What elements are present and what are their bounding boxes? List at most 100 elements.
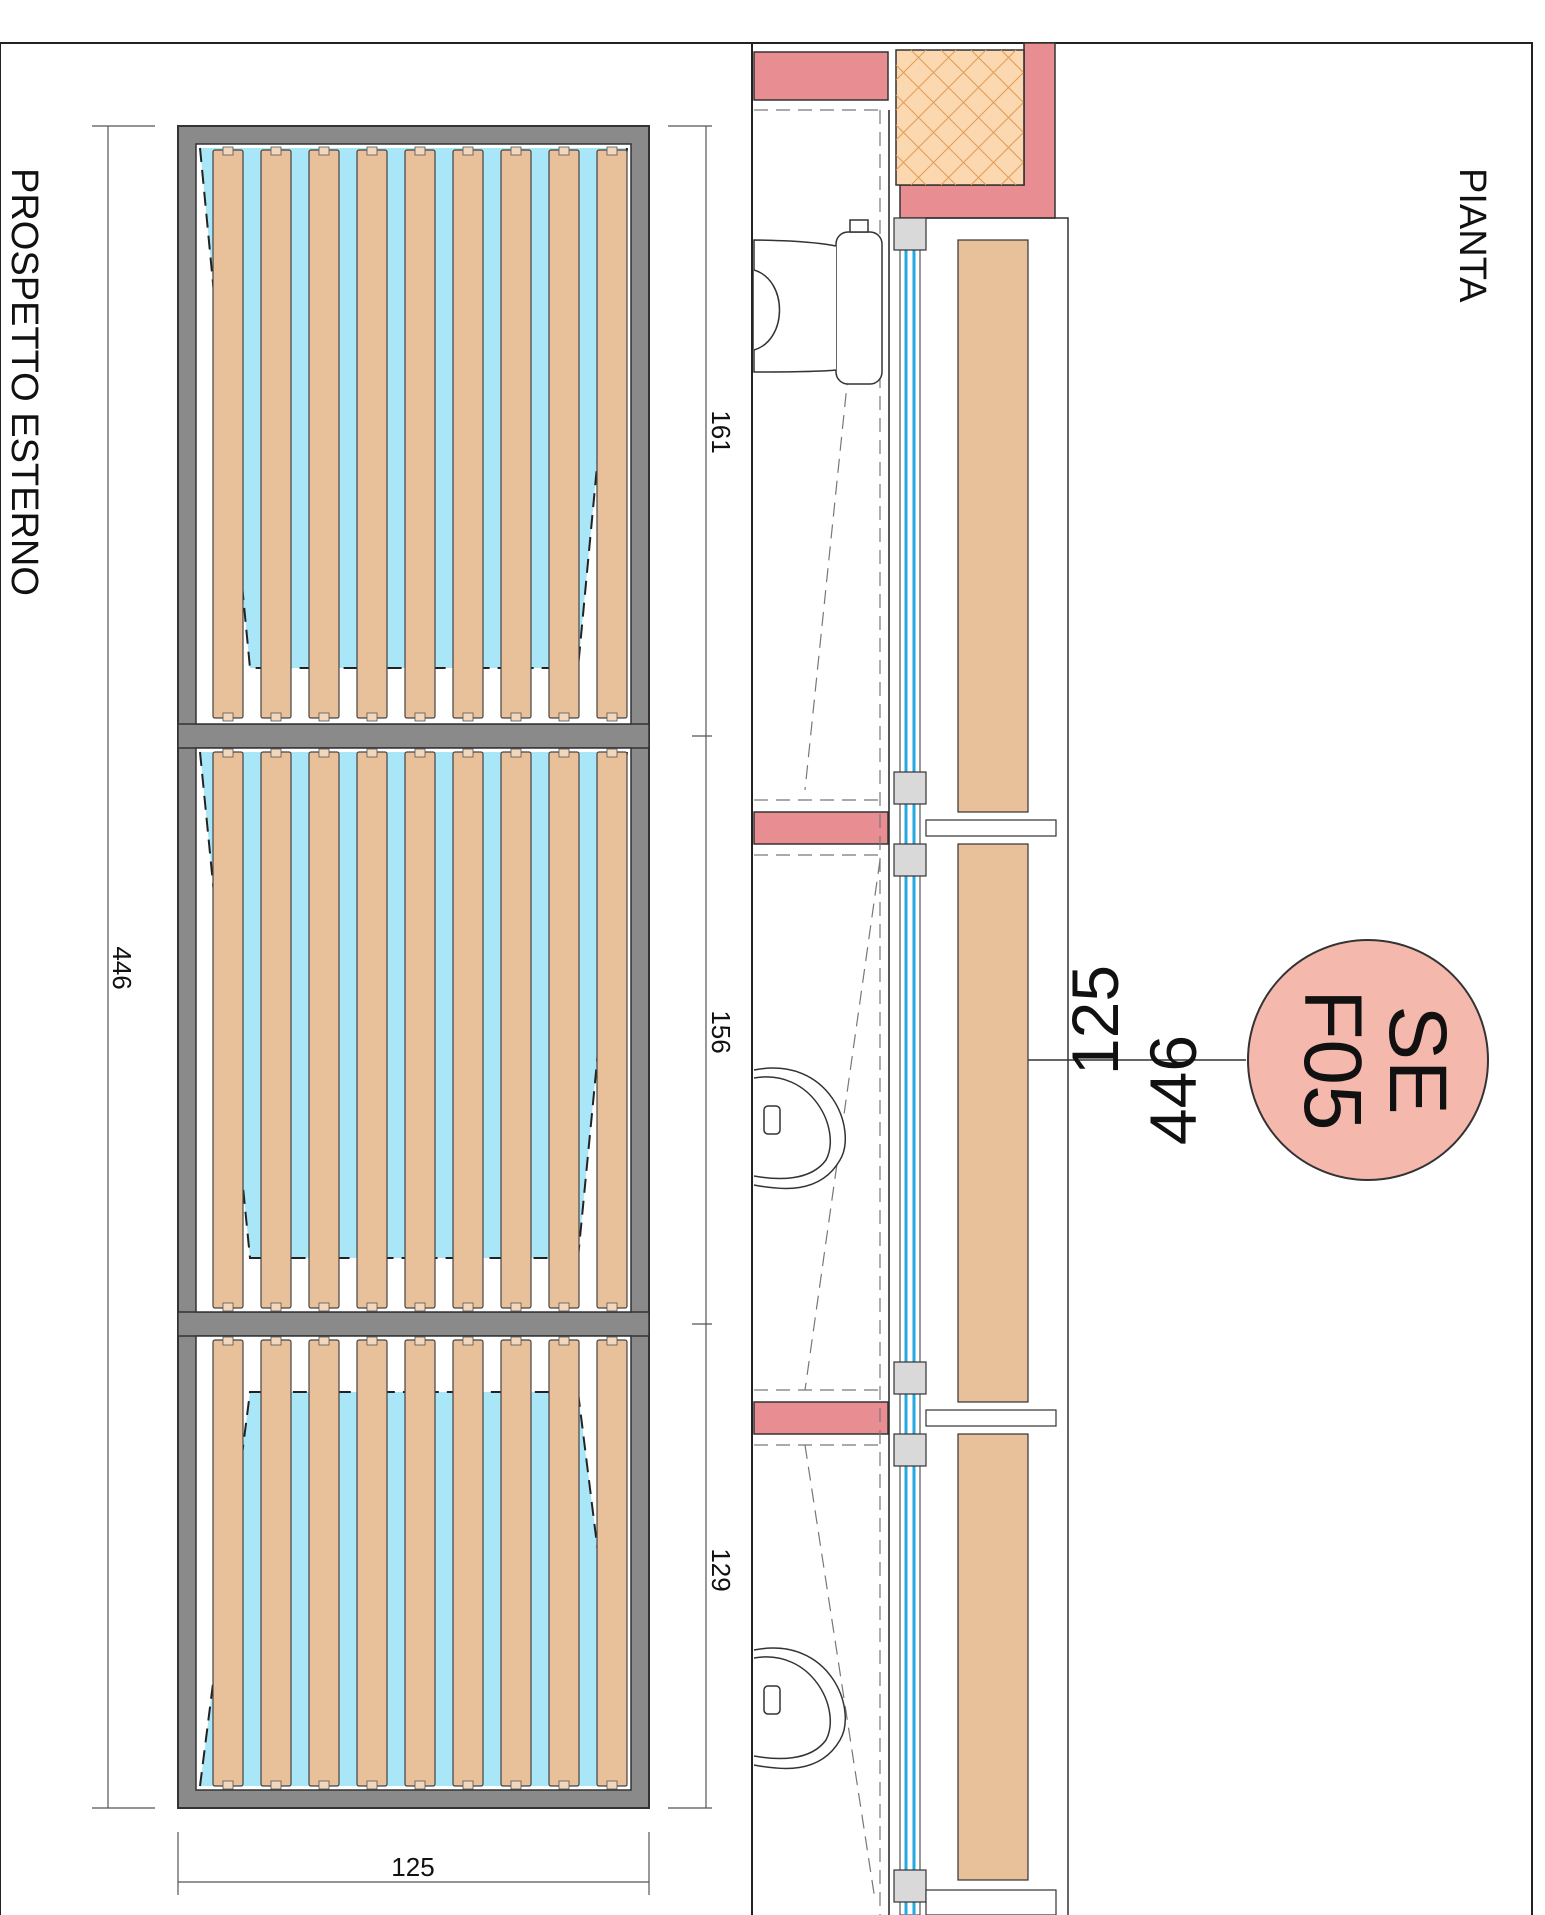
timber-slat (260, 751, 292, 1309)
transom-2 (177, 1311, 650, 1337)
slat-bracket (270, 146, 282, 156)
slat-bracket (606, 1336, 618, 1346)
slat-bracket (462, 1780, 474, 1790)
slat-bracket (606, 748, 618, 758)
timber-screen-3 (957, 1433, 1029, 1881)
slat-bracket (606, 146, 618, 156)
slat-bracket (222, 712, 234, 722)
slat-bracket (270, 1302, 282, 1312)
insulation-hatch (895, 49, 1025, 186)
timber-slat (212, 149, 244, 719)
timber-slat (356, 149, 388, 719)
slat-bracket (222, 1336, 234, 1346)
dimension-total-width (177, 1832, 650, 1895)
slat-bracket (270, 1780, 282, 1790)
transom-1 (177, 723, 650, 749)
slat-bracket (414, 1302, 426, 1312)
slat-bracket (222, 1780, 234, 1790)
slat-bracket (270, 712, 282, 722)
window-tag-code-1: SE (1372, 1005, 1463, 1114)
dimension-panel-3-label: 129 (706, 1548, 736, 1591)
timber-slat (404, 751, 436, 1309)
timber-slat (548, 751, 580, 1309)
mullions (893, 217, 927, 1903)
timber-screen-1 (957, 239, 1029, 813)
slat-bracket (462, 712, 474, 722)
timber-slat (452, 1339, 484, 1787)
dimension-total-height-label: 446 (107, 946, 137, 989)
timber-slat (500, 149, 532, 719)
window-tag-height: 446 (1136, 1035, 1210, 1145)
slat-bracket (366, 712, 378, 722)
slat-bracket (318, 1302, 330, 1312)
slat-bracket (558, 712, 570, 722)
timber-slat (596, 751, 628, 1309)
slat-bracket (558, 748, 570, 758)
window-tag-circle (1247, 939, 1489, 1181)
screen-rail-1 (925, 819, 1057, 837)
elevation-view: 446 161 156 129 125 PROSPETTO ESTERNO (3, 125, 736, 1895)
slat-bracket (462, 1302, 474, 1312)
slat-bracket (222, 1302, 234, 1312)
insulation-block (895, 49, 1025, 186)
timber-slat (356, 751, 388, 1309)
slat-bracket (606, 1780, 618, 1790)
fixture-top (753, 219, 883, 385)
timber-slat (452, 149, 484, 719)
slat-bracket (414, 712, 426, 722)
slat-bracket (558, 1302, 570, 1312)
timber-slat (260, 149, 292, 719)
slat-bracket (462, 1336, 474, 1346)
slat-bracket (414, 1780, 426, 1790)
dimension-total-width-label: 125 (391, 1852, 434, 1882)
slat-bracket (318, 146, 330, 156)
timber-slat (212, 1339, 244, 1787)
slat-bracket (270, 1336, 282, 1346)
slat-bracket (222, 146, 234, 156)
timber-slat (452, 751, 484, 1309)
wall-slab-middle (753, 811, 889, 845)
slat-bracket (558, 1336, 570, 1346)
timber-slat (500, 1339, 532, 1787)
wall-slab-top (753, 51, 889, 101)
slat-bracket (318, 712, 330, 722)
screen-rail-2 (925, 1409, 1057, 1427)
slat-bracket (318, 1336, 330, 1346)
slat-bracket (558, 1780, 570, 1790)
timber-slat (500, 751, 532, 1309)
wall-slab-bottom (753, 1401, 889, 1435)
slat-bracket (366, 1302, 378, 1312)
timber-slat (548, 1339, 580, 1787)
dimension-panel-1-label: 161 (706, 410, 736, 453)
slat-bracket (318, 748, 330, 758)
screen-frame (926, 217, 1069, 1915)
sheet-border (0, 42, 1533, 1915)
dimension-total-height (92, 125, 155, 1809)
window-tag-width: 125 (1058, 965, 1132, 1075)
slat-bracket (558, 146, 570, 156)
timber-slat (596, 1339, 628, 1787)
slat-bracket (318, 1780, 330, 1790)
timber-slat (308, 1339, 340, 1787)
timber-slat (596, 149, 628, 719)
slat-bracket (414, 748, 426, 758)
timber-slat (404, 149, 436, 719)
slat-bracket (510, 1336, 522, 1346)
glazing (899, 217, 921, 1915)
fixture-bottom (753, 1647, 846, 1770)
fixture-middle (753, 1067, 846, 1190)
slat-bracket (414, 146, 426, 156)
slat-bracket (510, 712, 522, 722)
elevation-title: PROSPETTO ESTERNO (3, 168, 45, 596)
slat-bracket (366, 1336, 378, 1346)
slat-bracket (510, 146, 522, 156)
slat-bracket (366, 748, 378, 758)
plan-title: PIANTA (1451, 168, 1493, 303)
slat-bracket (510, 1302, 522, 1312)
plan-view: SE F05 125 446 PIANTA (751, 42, 1493, 1915)
slat-bracket (510, 1780, 522, 1790)
timber-slats (212, 146, 628, 1790)
timber-slat (260, 1339, 292, 1787)
dimension-panel-heights (668, 125, 712, 1809)
